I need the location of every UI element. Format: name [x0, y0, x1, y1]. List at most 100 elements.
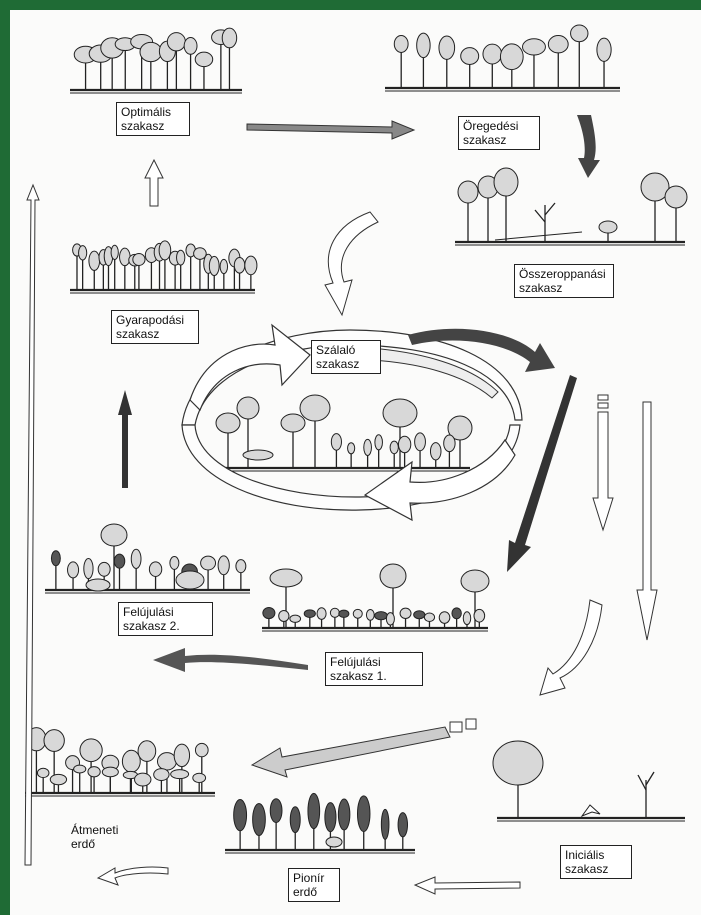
oregedesi-tree	[522, 38, 546, 56]
label-osszeroppanasi: Összeroppanási szakasz	[514, 264, 614, 298]
arrow-grey-dash-2	[597, 402, 609, 409]
label-inicialis: Iniciális szakasz	[560, 845, 632, 879]
label-felujulasi2: Felújulási szakasz 2.	[118, 602, 213, 636]
optimalis-tree	[221, 27, 238, 49]
optimalis-tree	[194, 51, 214, 68]
gyarapodasi-tree	[88, 250, 101, 271]
oregedesi-tree	[570, 24, 589, 43]
arrow-grey-dashed-down	[592, 411, 614, 532]
felujulasi1-tree	[365, 608, 375, 621]
felujulasi1-tree	[352, 608, 363, 619]
szalalo-tree	[330, 433, 342, 451]
arrow-gyarapodasi-up	[118, 390, 132, 488]
felujulasi1-tree	[303, 609, 316, 618]
szalalo-tree	[447, 415, 473, 441]
oregedesi-tree	[596, 37, 612, 62]
oregedesi-tree	[416, 32, 431, 59]
atmeneti-under-tree	[36, 767, 50, 779]
gyarapodasi-tree	[193, 247, 207, 260]
label-oregedesi: Öregedési szakasz	[458, 116, 540, 150]
felujulasi1-tree	[438, 611, 451, 624]
felujulasi1-tree	[316, 607, 327, 620]
gyarapodasi-tree	[219, 258, 229, 275]
atmeneti-tree	[137, 740, 157, 762]
pionir-tree	[397, 812, 409, 838]
szalalo-tree	[382, 398, 418, 428]
szalalo-tree	[215, 412, 241, 434]
felujulasi1-tree	[269, 568, 303, 588]
arrow-diag-dash-1	[449, 721, 463, 733]
arrow-curve-down-left	[539, 599, 603, 696]
arrow-grey-dash-1	[597, 394, 609, 401]
optimalis-tree	[166, 32, 186, 52]
szalalo-shrub	[242, 449, 274, 461]
atmeneti-tree	[43, 729, 65, 752]
felujulasi2-tree	[235, 559, 247, 574]
arrow-felujulasi1-to-2	[153, 648, 308, 672]
arrow-long-diagonal-dark	[507, 375, 577, 572]
felujulasi1-tree	[451, 607, 462, 620]
atmeneti-tree	[121, 749, 141, 773]
szalalo-tree	[397, 435, 412, 454]
ground-lines	[25, 86, 685, 854]
felujulasi1-tree	[413, 610, 426, 620]
osszeroppanasi-tree	[457, 180, 479, 204]
pionir-tree	[307, 792, 321, 830]
arrow-optimalis-to-oregedesi	[246, 120, 416, 140]
szalalo-tree	[363, 438, 372, 456]
felujulasi1-tree	[338, 609, 350, 618]
felujulasi1-tree	[462, 611, 472, 626]
arrow-gyarapodasi-to-optimalis	[144, 158, 164, 207]
felujulasi2-tree	[83, 557, 94, 580]
label-gyarapodasi: Gyarapodási szakasz	[111, 310, 199, 344]
szalalo-tree	[389, 440, 399, 455]
cycle-arrow-lower-right	[363, 438, 516, 522]
atmeneti-tree	[173, 743, 191, 768]
atmeneti-under-tree	[101, 766, 119, 778]
felujulasi2-tree	[100, 523, 128, 547]
gyarapodasi-tree	[110, 244, 119, 260]
felujulasi2-shrub	[175, 570, 205, 590]
szalalo-tree	[347, 442, 356, 455]
pionir-tree	[324, 802, 337, 833]
oregedesi-tree	[438, 35, 456, 60]
arrow-curl-into-szalalo	[324, 211, 379, 317]
pionir-tree	[356, 795, 371, 833]
atmeneti-tree	[194, 742, 209, 758]
pionir-tree	[337, 798, 351, 831]
label-felujulasi1: Felújulási szakasz 1.	[325, 652, 423, 686]
inicialis-seedling	[580, 804, 601, 818]
pionir-tree	[380, 808, 390, 840]
felujulasi2-tree	[148, 561, 163, 577]
osszeroppanasi-snag-branch	[534, 209, 546, 223]
arrow-pionir-to-atmeneti	[96, 866, 169, 886]
atmeneti-under-tree	[73, 764, 87, 774]
pionir-shrub	[325, 836, 343, 848]
atmeneti-under-tree	[153, 768, 170, 782]
felujulasi2-tree	[169, 556, 180, 570]
osszeroppanasi-fallen-log	[494, 231, 583, 241]
szalalo-tree	[299, 394, 331, 422]
pionir-tree	[269, 798, 283, 824]
label-atmeneti: Átmeneti erdő	[71, 823, 119, 851]
felujulasi1-tree	[329, 607, 340, 618]
felujulasi1-tree	[278, 609, 290, 622]
cycle-arrow-upper-right	[369, 347, 499, 399]
felujulasi2-tree	[67, 561, 80, 579]
gyarapodasi-tree	[176, 249, 186, 266]
arrow-big-left-up	[24, 183, 40, 866]
felujulasi2-tree	[97, 561, 111, 577]
felujulasi1-tree	[473, 608, 486, 623]
felujulasi2-tree	[50, 550, 61, 567]
inicialis-tree	[492, 740, 544, 786]
oregedesi-tree	[393, 35, 409, 53]
cycle-arrow-upper-left	[189, 323, 311, 412]
szalalo-tree	[236, 396, 260, 420]
arrow-dark-curve-right	[408, 328, 555, 372]
label-optimalis: Optimális szakasz	[116, 102, 190, 136]
pionir-tree	[289, 806, 301, 834]
pionir-tree	[252, 802, 266, 837]
oregedesi-tree	[460, 47, 480, 65]
